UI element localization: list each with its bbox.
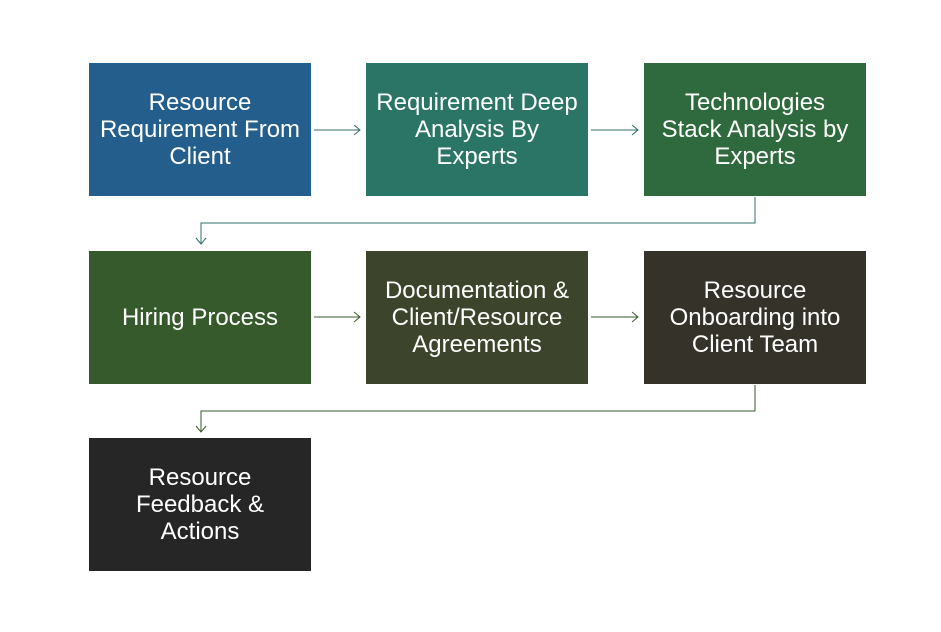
elbow-arrow-step3-to-step4 [195, 197, 756, 245]
step-resource-onboarding: Resource Onboarding into Client Team [644, 251, 866, 384]
step-requirement-analysis: Requirement Deep Analysis By Experts [366, 63, 588, 196]
step-label: Hiring Process [121, 304, 279, 331]
step-label: Technologies Stack Analysis by Experts [661, 89, 849, 170]
step-label: Requirement Deep Analysis By Experts [376, 89, 578, 170]
arrow-step2-to-step3 [591, 124, 639, 136]
arrow-step1-to-step2 [314, 124, 361, 136]
step-resource-feedback: Resource Feedback & Actions [89, 438, 311, 571]
step-label: Documentation & Client/Resource Agreemen… [384, 277, 570, 358]
step-resource-requirement: Resource Requirement From Client [89, 63, 311, 196]
step-documentation-agreements: Documentation & Client/Resource Agreemen… [366, 251, 588, 384]
step-hiring-process: Hiring Process [89, 251, 311, 384]
arrow-step4-to-step5 [314, 311, 361, 323]
elbow-arrow-step6-to-step7 [195, 385, 756, 433]
step-technology-stack-analysis: Technologies Stack Analysis by Experts [644, 63, 866, 196]
step-label: Resource Onboarding into Client Team [669, 277, 841, 358]
arrow-step5-to-step6 [591, 311, 639, 323]
step-label: Resource Feedback & Actions [135, 464, 265, 545]
step-label: Resource Requirement From Client [99, 89, 301, 170]
